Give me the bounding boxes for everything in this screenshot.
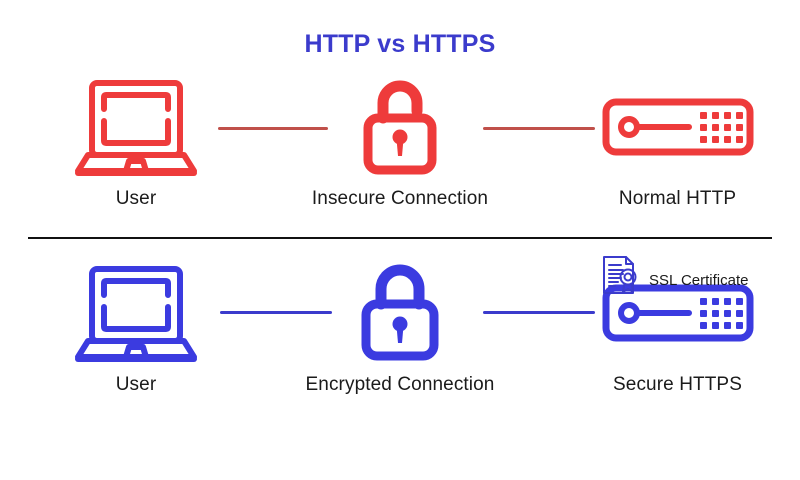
connector-http-right bbox=[483, 127, 595, 130]
ssl-certificate-label: SSL Certificate bbox=[649, 271, 749, 289]
keyhole bbox=[392, 129, 408, 156]
http-user-caption: User bbox=[115, 188, 157, 209]
https-connection-caption: Encrypted Connection bbox=[305, 374, 495, 395]
page-title: HTTP vs HTTPS bbox=[304, 30, 496, 58]
https-user-cell: User bbox=[36, 258, 236, 396]
section-divider bbox=[28, 237, 772, 239]
http-connection-cell: Insecure Connection bbox=[280, 72, 520, 210]
server-icon bbox=[565, 72, 790, 182]
connector-https-right bbox=[483, 311, 595, 314]
https-connection-cell: Encrypted Connection bbox=[280, 258, 520, 396]
row-https: User Encrypted Connection bbox=[0, 258, 800, 433]
http-user-cell: User bbox=[36, 72, 236, 210]
server-icon bbox=[565, 258, 790, 368]
laptop-icon bbox=[36, 258, 236, 368]
http-server-caption: Normal HTTP bbox=[618, 188, 737, 209]
https-server-cell: Secure HTTPS bbox=[565, 258, 790, 396]
certificate-document-icon bbox=[597, 252, 643, 298]
keyhole bbox=[392, 316, 408, 343]
https-server-caption: Secure HTTPS bbox=[613, 374, 742, 395]
closed-padlock-icon bbox=[280, 258, 520, 368]
http-connection-caption: Insecure Connection bbox=[311, 188, 489, 209]
https-user-caption: User bbox=[115, 374, 157, 395]
ssl-certificate-badge: SSL Certificate bbox=[597, 252, 749, 298]
open-padlock-icon bbox=[280, 72, 520, 182]
row-http: User Insecure Connection bbox=[0, 72, 800, 247]
connector-http-left bbox=[218, 127, 328, 130]
connector-https-left bbox=[220, 311, 332, 314]
http-server-cell: Normal HTTP bbox=[565, 72, 790, 210]
laptop-icon bbox=[36, 72, 236, 182]
